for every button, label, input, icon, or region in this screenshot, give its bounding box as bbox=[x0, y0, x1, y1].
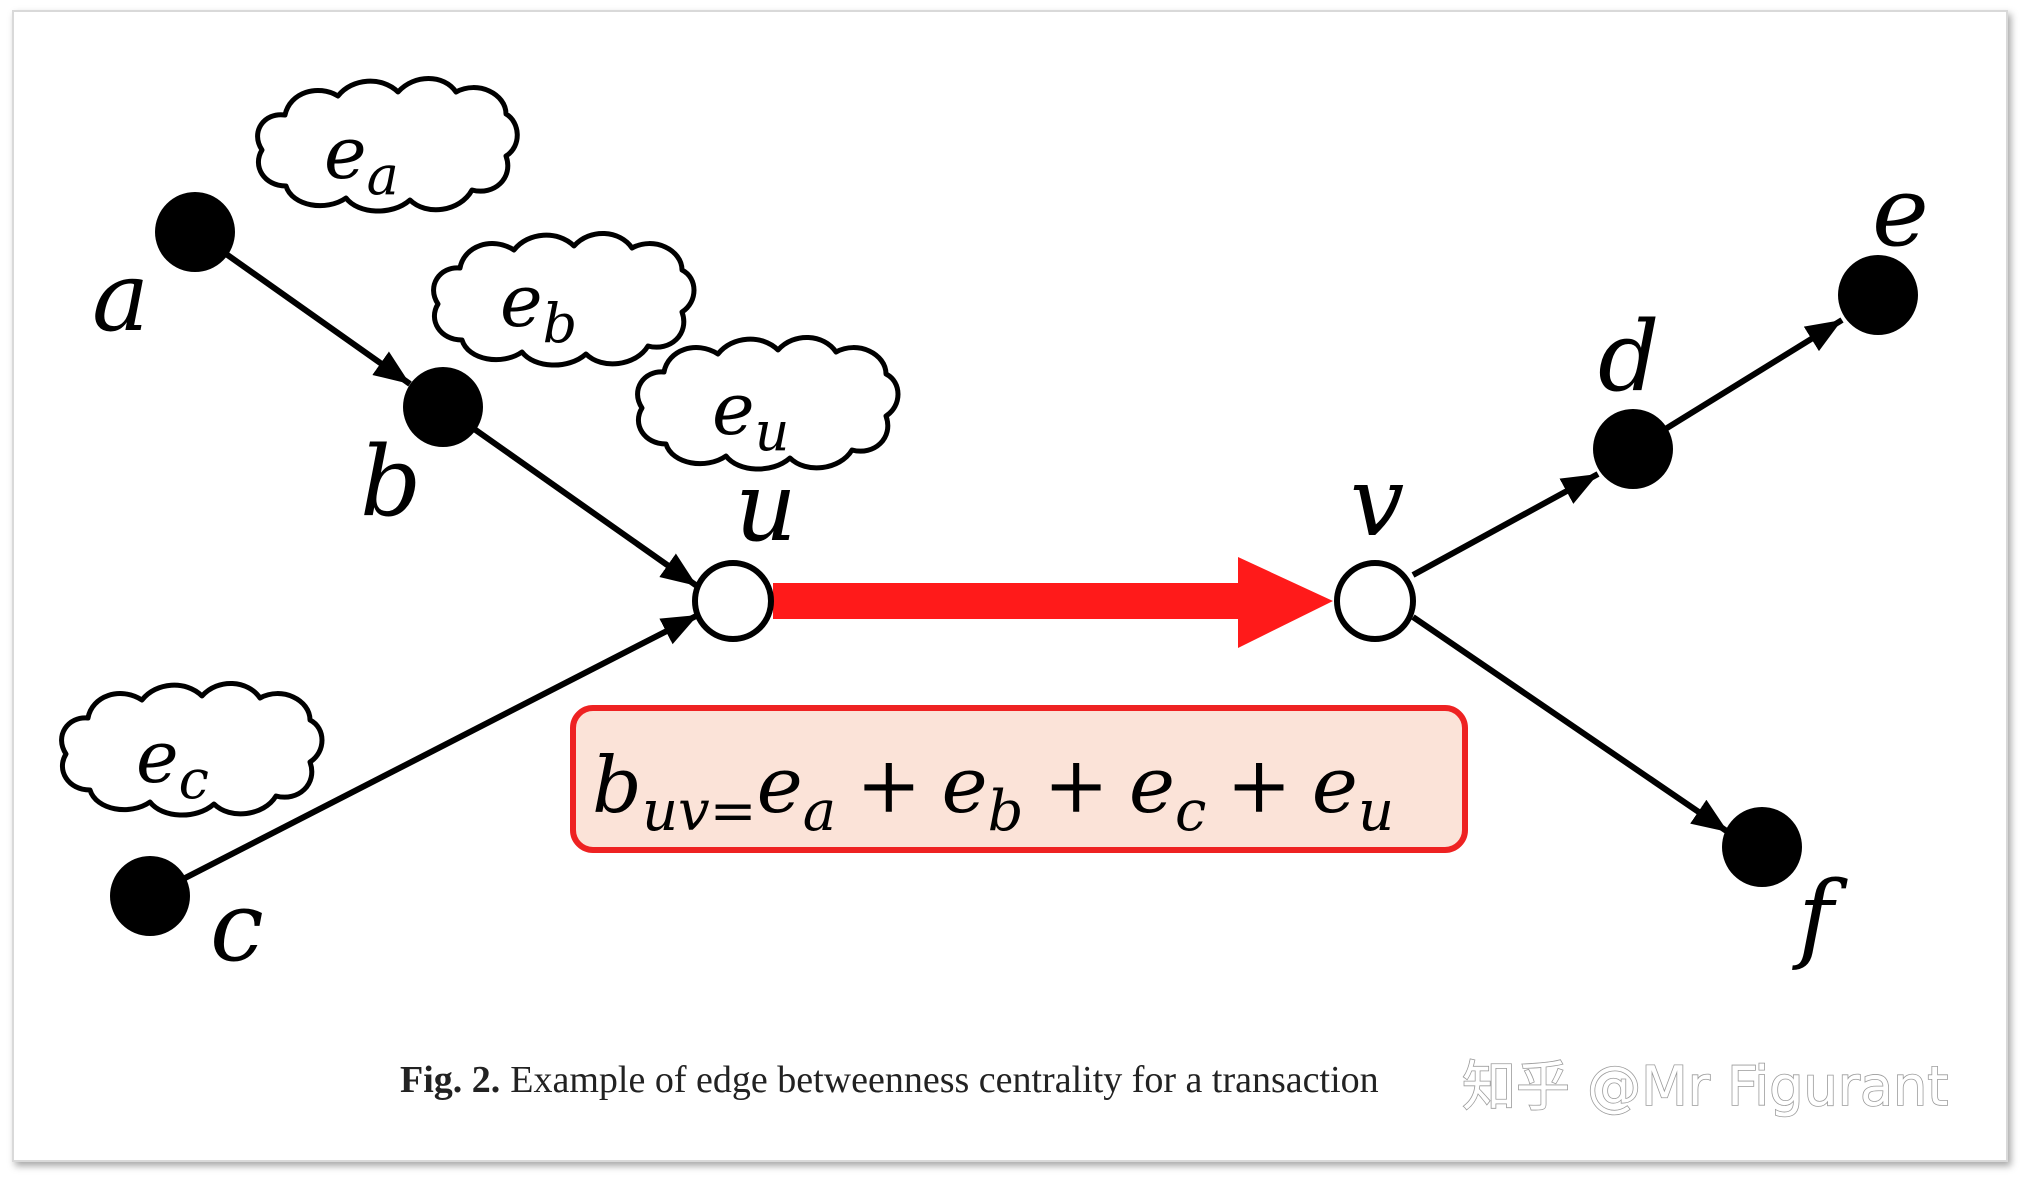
edge-b-u bbox=[441, 404, 699, 589]
node-u bbox=[692, 560, 774, 642]
edge-a-b bbox=[193, 229, 412, 387]
node-c bbox=[110, 856, 190, 936]
svg-text:eu: eu bbox=[712, 367, 789, 463]
cloud-ea: ea bbox=[255, 76, 520, 214]
cloud-ea-base: e bbox=[324, 111, 367, 195]
formula-term-1-base: e bbox=[757, 741, 803, 831]
caption-label: Fig. 2. bbox=[400, 1059, 500, 1101]
formula-lhs-sub: uv= bbox=[642, 779, 757, 844]
watermark: 知乎 @Mr Figurant bbox=[1462, 1055, 1948, 1118]
node-e-label: e bbox=[1872, 156, 1929, 268]
cloud-eu-base: e bbox=[712, 367, 755, 451]
node-d-label: d bbox=[1598, 301, 1659, 413]
formula-box: buv=ea+eb+ec+eu bbox=[570, 705, 1468, 853]
node-b-label: b bbox=[360, 426, 421, 538]
svg-text:ea: ea bbox=[324, 111, 399, 207]
svg-text:eb: eb bbox=[500, 259, 577, 355]
node-f bbox=[1722, 807, 1802, 887]
node-a bbox=[155, 192, 235, 272]
formula-lhs-base: b bbox=[592, 741, 642, 831]
formula-term-4-base: e bbox=[1312, 741, 1358, 831]
cloud-eb-sub: b bbox=[543, 292, 578, 355]
node-c-label: c bbox=[210, 871, 264, 983]
edge-v-d bbox=[1411, 471, 1600, 578]
formula-term-4-sub: u bbox=[1358, 779, 1394, 844]
node-a-label: a bbox=[92, 241, 149, 353]
node-d bbox=[1593, 409, 1673, 489]
figure-caption: Fig. 2.Example of edge betweenness centr… bbox=[400, 1059, 1379, 1101]
cloud-eb: eb bbox=[431, 231, 697, 368]
cloud-eu-sub: u bbox=[755, 400, 790, 463]
formula-term-3-base: e bbox=[1129, 741, 1175, 831]
edge-d-e bbox=[1631, 317, 1844, 452]
formula-plus-3: + bbox=[1226, 741, 1291, 831]
formula-text: buv=ea+eb+ec+eu bbox=[592, 741, 1394, 844]
formula-term-3-sub: c bbox=[1175, 779, 1206, 844]
cloud-ec: ec bbox=[59, 681, 325, 818]
cloud-eb-base: e bbox=[500, 259, 543, 343]
edge-v-f bbox=[1411, 614, 1730, 835]
cloud-eu: eu bbox=[635, 335, 901, 472]
node-e bbox=[1838, 255, 1918, 335]
node-v bbox=[1334, 560, 1416, 642]
caption-text: Example of edge betweenness centrality f… bbox=[510, 1059, 1378, 1101]
svg-text:ec: ec bbox=[136, 715, 209, 811]
formula-plus-1: + bbox=[856, 741, 921, 831]
cloud-ea-sub: a bbox=[367, 144, 399, 207]
formula-term-2-sub: b bbox=[988, 779, 1024, 844]
node-u-label: u bbox=[735, 451, 797, 563]
highlighted-edge-arrowhead bbox=[1238, 557, 1333, 648]
formula-term-1-sub: a bbox=[803, 779, 836, 844]
node-f-label: f bbox=[1792, 861, 1848, 973]
cloud-ec-base: e bbox=[136, 715, 179, 799]
formula-term-2-base: e bbox=[941, 741, 987, 831]
node-v-label: v bbox=[1350, 446, 1404, 558]
formula-plus-2: + bbox=[1044, 741, 1109, 831]
cloud-ec-sub: c bbox=[179, 748, 209, 811]
edge-c-u bbox=[148, 612, 700, 899]
node-b bbox=[403, 367, 483, 447]
